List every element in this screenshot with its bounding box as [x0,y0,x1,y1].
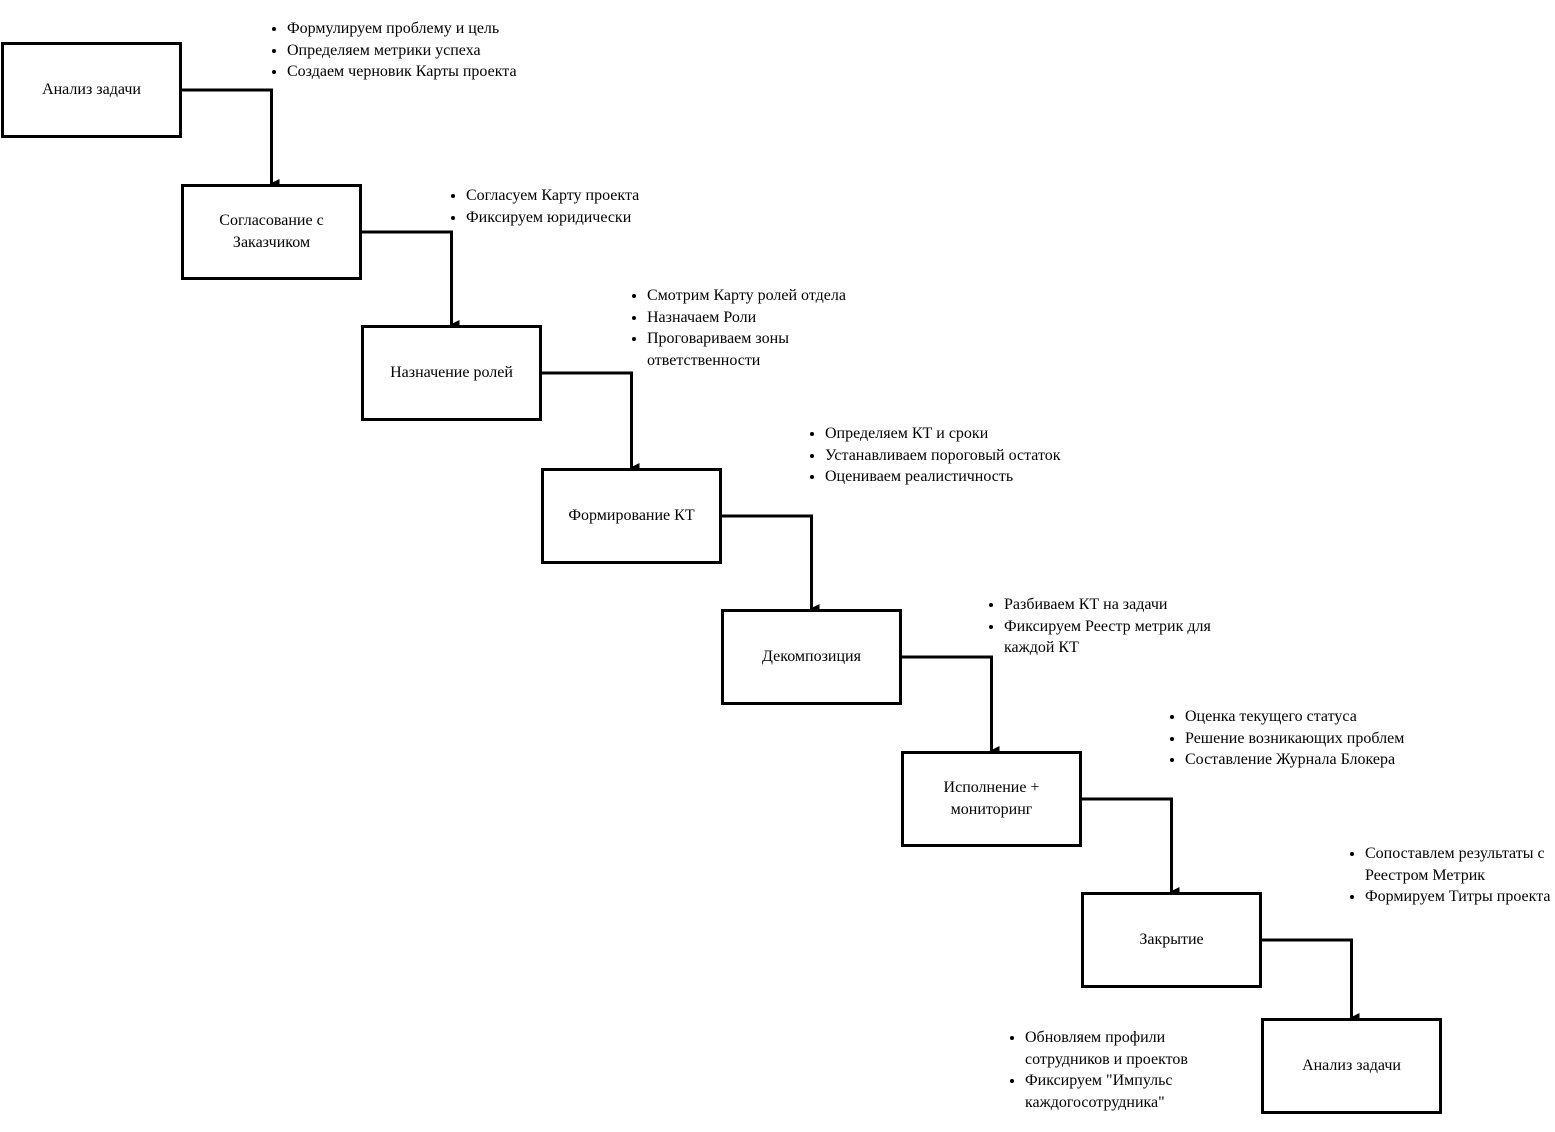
connector-arrow-7-to-8 [1262,938,1360,1023]
step-notes-7: Сопоставлем результаты с Реестром Метрик… [1345,843,1555,908]
step-box-5[interactable]: Декомпозиция [721,609,902,705]
note-item: Фиксируем Реестр метрик для каждой КТ [1004,616,1244,659]
step-label-7: Закрытие [1139,931,1204,948]
note-item: Устанавливаем пороговый остаток [825,445,1065,467]
step-box-3[interactable]: Назначение ролей [361,325,542,421]
step-notes-5: Разбиваем КТ на задачи Фиксируем Реестр … [984,594,1244,659]
step-box-6[interactable]: Исполнение + мониторинг [901,751,1082,847]
note-item: Создаем черновик Карты проекта [287,61,587,83]
step-notes-4: Определяем КТ и сроки Устанавливаем поро… [805,423,1065,488]
note-item: Фиксируем юридически [466,207,706,229]
note-item: Оценка текущего статуса [1185,706,1405,728]
step-notes-8: Обновляем профили сотрудников и проектов… [1005,1027,1245,1113]
connector-arrow-4-to-5 [722,514,820,614]
step-label-8: Анализ задачи [1302,1057,1401,1074]
step-box-2[interactable]: Согласование с Заказчиком [181,184,362,280]
step-notes-2: Согласуем Карту проекта Фиксируем юридич… [446,185,706,228]
note-item: Согласуем Карту проекта [466,185,706,207]
note-item: Проговариваем зоны ответственности [647,328,847,371]
step-label-4: Формирование КТ [568,507,695,524]
connector-arrow-1-to-2 [182,88,280,189]
note-item: Оцениваем реалистичность [825,466,1065,488]
note-item: Смотрим Карту ролей отдела [647,285,847,307]
step-label-1: Анализ задачи [42,81,141,98]
note-item: Разбиваем КТ на задачи [1004,594,1244,616]
step-box-1[interactable]: Анализ задачи [1,42,182,138]
note-item: Определяем КТ и сроки [825,423,1065,445]
step-box-4[interactable]: Формирование КТ [541,468,722,564]
step-label-2: Согласование с Заказчиком [219,212,324,251]
note-item: Решение возникающих проблем [1185,728,1405,750]
note-item: Обновляем профили сотрудников и проектов [1025,1027,1245,1070]
note-item: Сопоставлем результаты с Реестром Метрик [1365,843,1555,886]
connector-arrow-2-to-3 [362,230,460,330]
note-item: Фиксируем "Импульс каждогосотрудника" [1025,1070,1245,1113]
step-box-8[interactable]: Анализ задачи [1261,1018,1442,1114]
step-label-3: Назначение ролей [390,364,513,381]
connector-arrow-5-to-6 [902,655,1000,756]
note-item: Определяем метрики успеха [287,40,587,62]
step-box-7[interactable]: Закрытие [1081,892,1262,988]
step-notes-3: Смотрим Карту ролей отдела Назначаем Рол… [627,285,847,371]
note-item: Составление Журнала Блокера [1185,749,1405,771]
step-label-6: Исполнение + мониторинг [943,779,1040,818]
connector-arrow-3-to-4 [542,371,640,473]
step-notes-1: Формулируем проблему и цель Определяем м… [267,18,587,83]
note-item: Назначаем Роли [647,307,847,329]
note-item: Формируем Титры проекта [1365,886,1555,908]
note-item: Формулируем проблему и цель [287,18,587,40]
step-label-5: Декомпозиция [762,648,861,665]
connector-arrow-6-to-7 [1082,797,1180,897]
step-notes-6: Оценка текущего статуса Решение возникаю… [1165,706,1405,771]
